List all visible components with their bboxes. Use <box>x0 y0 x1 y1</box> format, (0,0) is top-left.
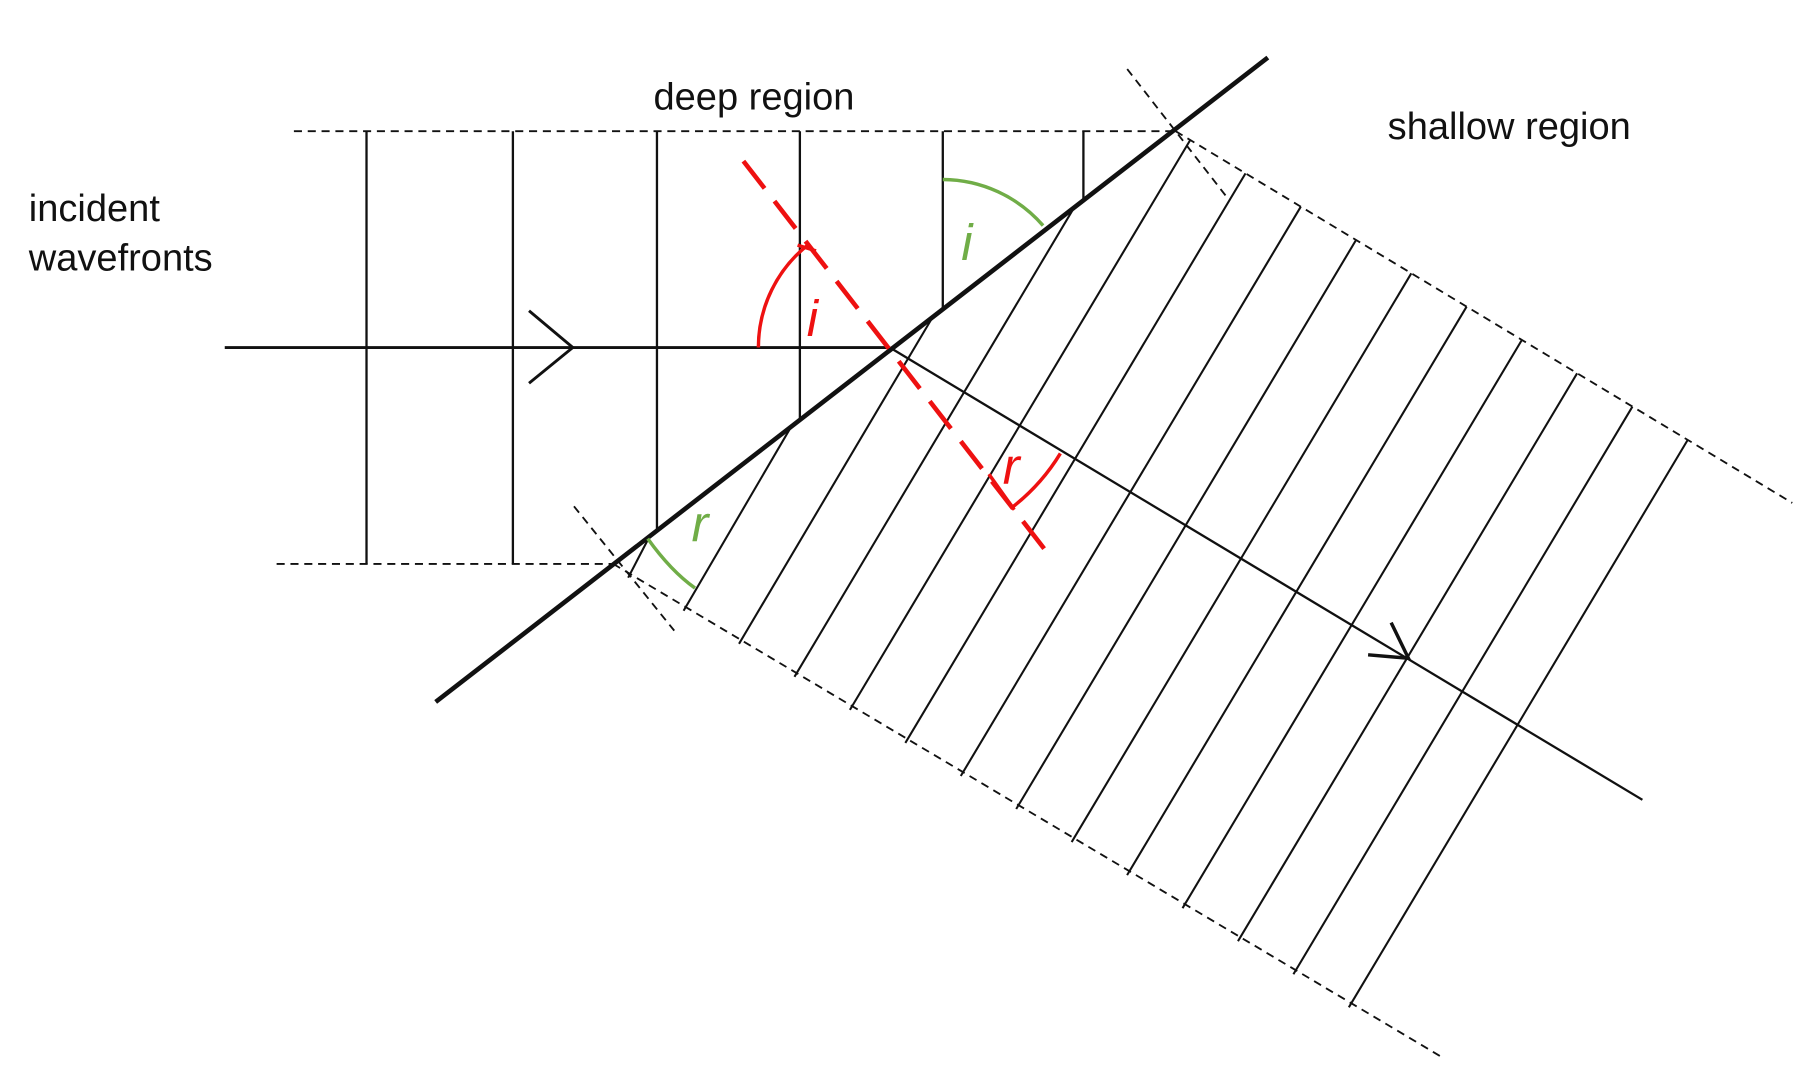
incident-wavefronts <box>365 131 1085 564</box>
wavefront-incidence-label: i <box>961 214 974 271</box>
refracted-wavefront <box>1347 439 1689 1008</box>
refracted-wavefronts <box>627 139 1689 1008</box>
normal-refraction-label: r <box>1003 437 1022 494</box>
shallow-top-boundary <box>1175 130 1793 504</box>
deep-region-label: deep region <box>654 76 855 118</box>
refracted-ray-arrow-icon <box>1367 621 1412 661</box>
boundary-interface <box>434 55 1270 704</box>
shallow-region-label: shallow region <box>1388 106 1631 148</box>
incidence-angle-arc <box>756 242 811 348</box>
refracted-wavefront <box>738 316 934 645</box>
incident-wavefronts-label-line2: wavefronts <box>28 237 213 279</box>
normal-incidence-label: i <box>807 290 820 347</box>
shallow-bottom-boundary <box>612 563 1442 1058</box>
incidence-arc-tick <box>797 243 817 253</box>
refraction-arc-tick <box>987 473 1016 511</box>
top-corner-perpendicular <box>1126 68 1229 199</box>
refracted-wavefront <box>627 535 651 579</box>
wavefront-incidence-arc <box>942 177 1045 227</box>
incident-wavefronts-label-line1: incident <box>29 188 161 230</box>
refracted-wavefront <box>793 207 1076 678</box>
bottom-corner-perpendicular <box>573 505 675 632</box>
refraction-angle-arc <box>1010 452 1062 509</box>
refracted-wavefront <box>1292 406 1634 975</box>
incident-ray-arrow-icon <box>528 309 576 385</box>
wavefront-refraction-label: r <box>692 495 711 552</box>
refracted-wavefront <box>682 426 793 612</box>
refracted-ray <box>889 346 1643 801</box>
wavefront-refraction-arc <box>646 537 697 590</box>
